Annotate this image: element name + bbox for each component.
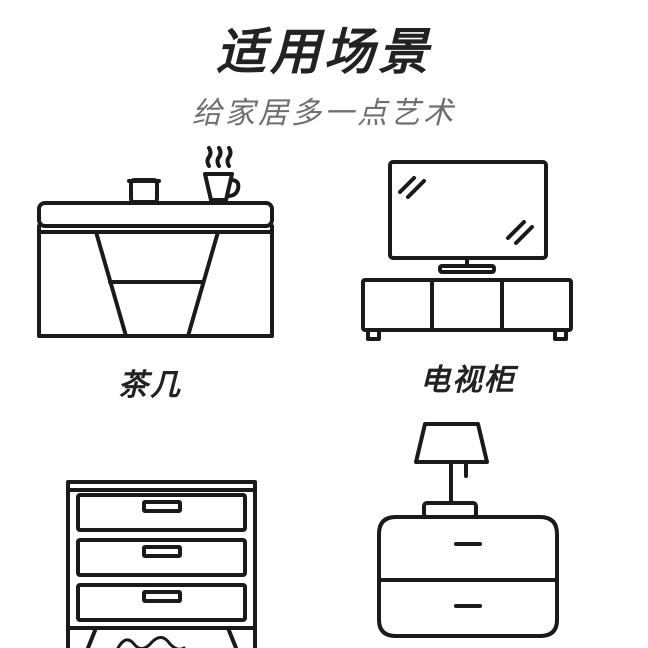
chest-of-drawers-icon: [66, 480, 257, 648]
nightstand-lamp-icon: [377, 422, 559, 638]
page-title: 适用场景: [216, 23, 432, 81]
coffee-table-icon: [37, 146, 274, 338]
page-subtitle: 给家居多一点艺术: [192, 96, 456, 131]
tv-cabinet-label: 电视柜: [420, 363, 516, 398]
tv-cabinet-icon: [361, 160, 573, 341]
coffee-table-label: 茶几: [118, 368, 182, 403]
